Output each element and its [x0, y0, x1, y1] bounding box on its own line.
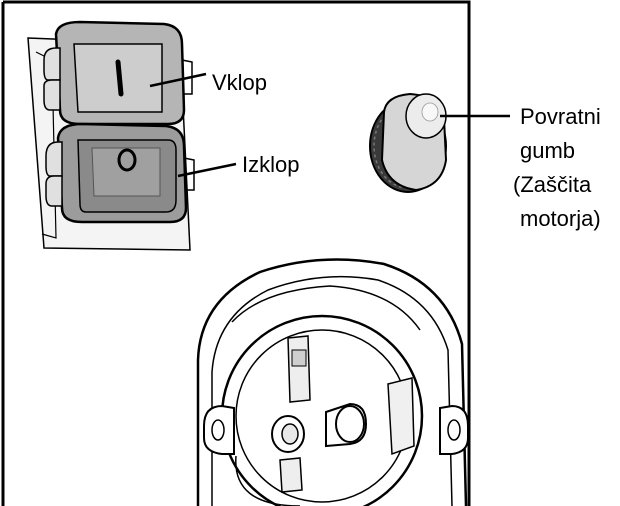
label-reset-line-3: (Zaščita: [513, 172, 592, 197]
socket-left-pin-hole: [271, 415, 305, 453]
label-reset-line-2: gumb: [520, 138, 575, 163]
label-on: Vklop: [212, 70, 267, 95]
label-reset-line-1: Povratni: [520, 104, 601, 129]
power-socket: [196, 258, 469, 506]
leader-line-off: [177, 162, 237, 178]
off-button[interactable]: [45, 122, 195, 224]
panel-outline: [1, 0, 471, 506]
socket-right-pin-hole: [325, 402, 368, 448]
leader-line-on: [149, 72, 207, 88]
label-reset-line-4: motorja): [520, 206, 601, 231]
label-off: Izklop: [242, 152, 299, 177]
off-symbol-icon: [117, 148, 137, 172]
reset-button[interactable]: [369, 92, 448, 193]
on-button[interactable]: [43, 20, 193, 126]
on-symbol-icon: [115, 59, 124, 97]
